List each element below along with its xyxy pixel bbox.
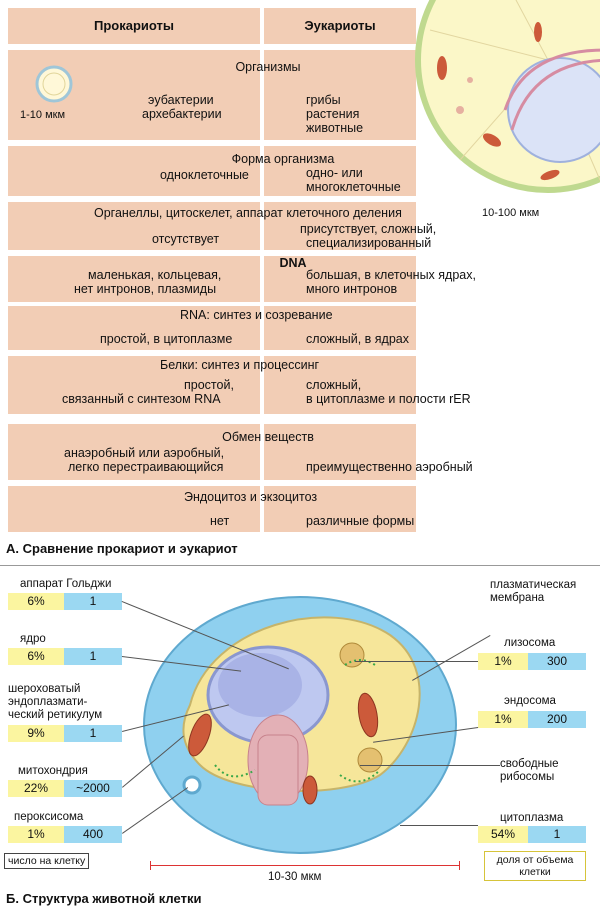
row-right-text: сложный, в ядрах [306,332,410,346]
volume-percent: 9% [8,725,64,742]
volume-percent: 6% [8,648,64,665]
table-row: Организмы эубактерии архебактерии грибы … [8,50,416,140]
eukaryote-size-label: 10-100 мкм [482,207,540,219]
row-title: Белки: синтез и процессинг [160,358,320,372]
row-right-text: много интронов [306,282,398,296]
row-right-text: животные [306,121,364,135]
row-right-text: сложный, [306,378,362,392]
organelle-name: плазматическая [490,579,577,591]
row-left-text: связанный с синтезом RNA [62,392,221,406]
row-left-text: маленькая, кольцевая, [88,268,222,282]
header-prokaryotes: Прокариоты [94,18,174,33]
row-left-text: простой, в цитоплазме [100,332,233,346]
row-right-text: многоклеточные [306,180,401,194]
organelle-name: цитоплазма [500,812,564,824]
header-eukaryotes: Эукариоты [304,18,376,33]
table-row: RNA: синтез и созревание простой, в цито… [8,306,416,350]
caption-b: Б. Структура животной клетки [6,891,202,906]
organelle-name: аппарат Гольджи [20,578,112,590]
organelle-name: ческий ретикулум [8,709,103,721]
row-left-text: анаэробный или аэробный, [64,446,225,460]
organelle-name: митохондрия [18,765,88,777]
count-per-cell: 1 [64,648,122,665]
row-right-text: различные формы [306,514,415,528]
table-header-row: Прокариоты Эукариоты [8,8,416,44]
table-row: Белки: синтез и процессинг простой, связ… [8,356,471,414]
count-per-cell: 300 [528,653,586,670]
row-left-text: отсутствует [152,232,220,246]
comparison-table: Прокариоты Эукариоты Организмы эубактери… [6,0,600,556]
count-per-cell: ~2000 [64,780,122,797]
table-row: Эндоцитоз и экзоцитоз нет различные форм… [8,486,416,532]
volume-percent: 6% [8,593,64,610]
organelle-name: эндоплазмати- [8,696,88,708]
table-row: Обмен веществ анаэробный или аэробный, л… [8,424,473,480]
volume-percent: 22% [8,780,64,797]
count-per-cell: 1 [528,826,586,843]
count-per-cell: 200 [528,711,586,728]
row-left-text: эубактерии [148,93,214,107]
row-left-text: легко перестраивающийся [68,460,224,474]
animal-cell-diagram: аппарат Гольджи 6% 1 ядро 6% 1 шероховат… [0,565,600,910]
divider [0,565,600,566]
prokaryote-cell-image [35,65,73,103]
row-right-text: присутствует, сложный, [300,222,437,236]
row-title: Органеллы, цитоскелет, аппарат клеточног… [94,206,402,220]
row-title: Организмы [235,60,301,74]
cell-size-label: 10-30 мкм [268,871,322,883]
caption-a: А. Сравнение прокариот и эукариот [6,541,238,556]
organelle-name: рибосомы [500,771,555,783]
table-row: Форма организма одноклеточные одно- или … [8,146,416,196]
volume-percent: 1% [478,711,528,728]
row-right-text: большая, в клеточных ядрах, [306,268,476,282]
size-bar [150,865,460,866]
row-right-text: специализированный [306,236,432,250]
eukaryote-cell-image [415,0,600,193]
table-row: Органеллы, цитоскелет, аппарат клеточног… [8,202,436,250]
row-right-text: в цитоплазме и полости rER [306,392,471,406]
row-right-text: преимущественно аэробный [306,460,473,474]
count-per-cell: 400 [64,826,122,843]
row-title: RNA: синтез и созревание [180,308,333,322]
row-title: DNA [279,256,307,270]
row-left-text: нет [210,514,230,528]
organelle-name: эндосома [504,695,556,707]
count-per-cell: 1 [64,593,122,610]
organelle-name: лизосома [504,637,556,649]
row-right-text: одно- или [306,166,363,180]
row-left-text: одноклеточные [160,168,249,182]
organelle-name: ядро [20,633,46,645]
volume-percent: 1% [8,826,64,843]
organelle-name: шероховатый [8,683,81,695]
volume-percent: 1% [478,653,528,670]
row-left-text: простой, [184,378,234,392]
organelle-name: пероксисома [14,811,84,823]
organelle-name: свободные [500,758,559,770]
prokaryote-size-label: 1-10 мкм [20,109,66,121]
legend-count-label: число на клетку [4,853,90,869]
row-left-text: архебактерии [142,107,222,121]
legend-volume-label: доля от объема клетки [484,851,586,881]
organelle-name: мембрана [490,592,545,604]
row-right-text: растения [306,107,360,121]
volume-percent: 54% [478,826,528,843]
row-right-text: грибы [306,93,341,107]
count-per-cell: 1 [64,725,122,742]
animal-cell-image [143,596,457,854]
row-title: Обмен веществ [222,430,314,444]
row-left-text: нет интронов, плазмиды [74,282,217,296]
table-row: DNA маленькая, кольцевая, нет интронов, … [8,256,476,302]
row-title: Эндоцитоз и экзоцитоз [184,490,318,504]
row-title: Форма организма [231,152,335,166]
